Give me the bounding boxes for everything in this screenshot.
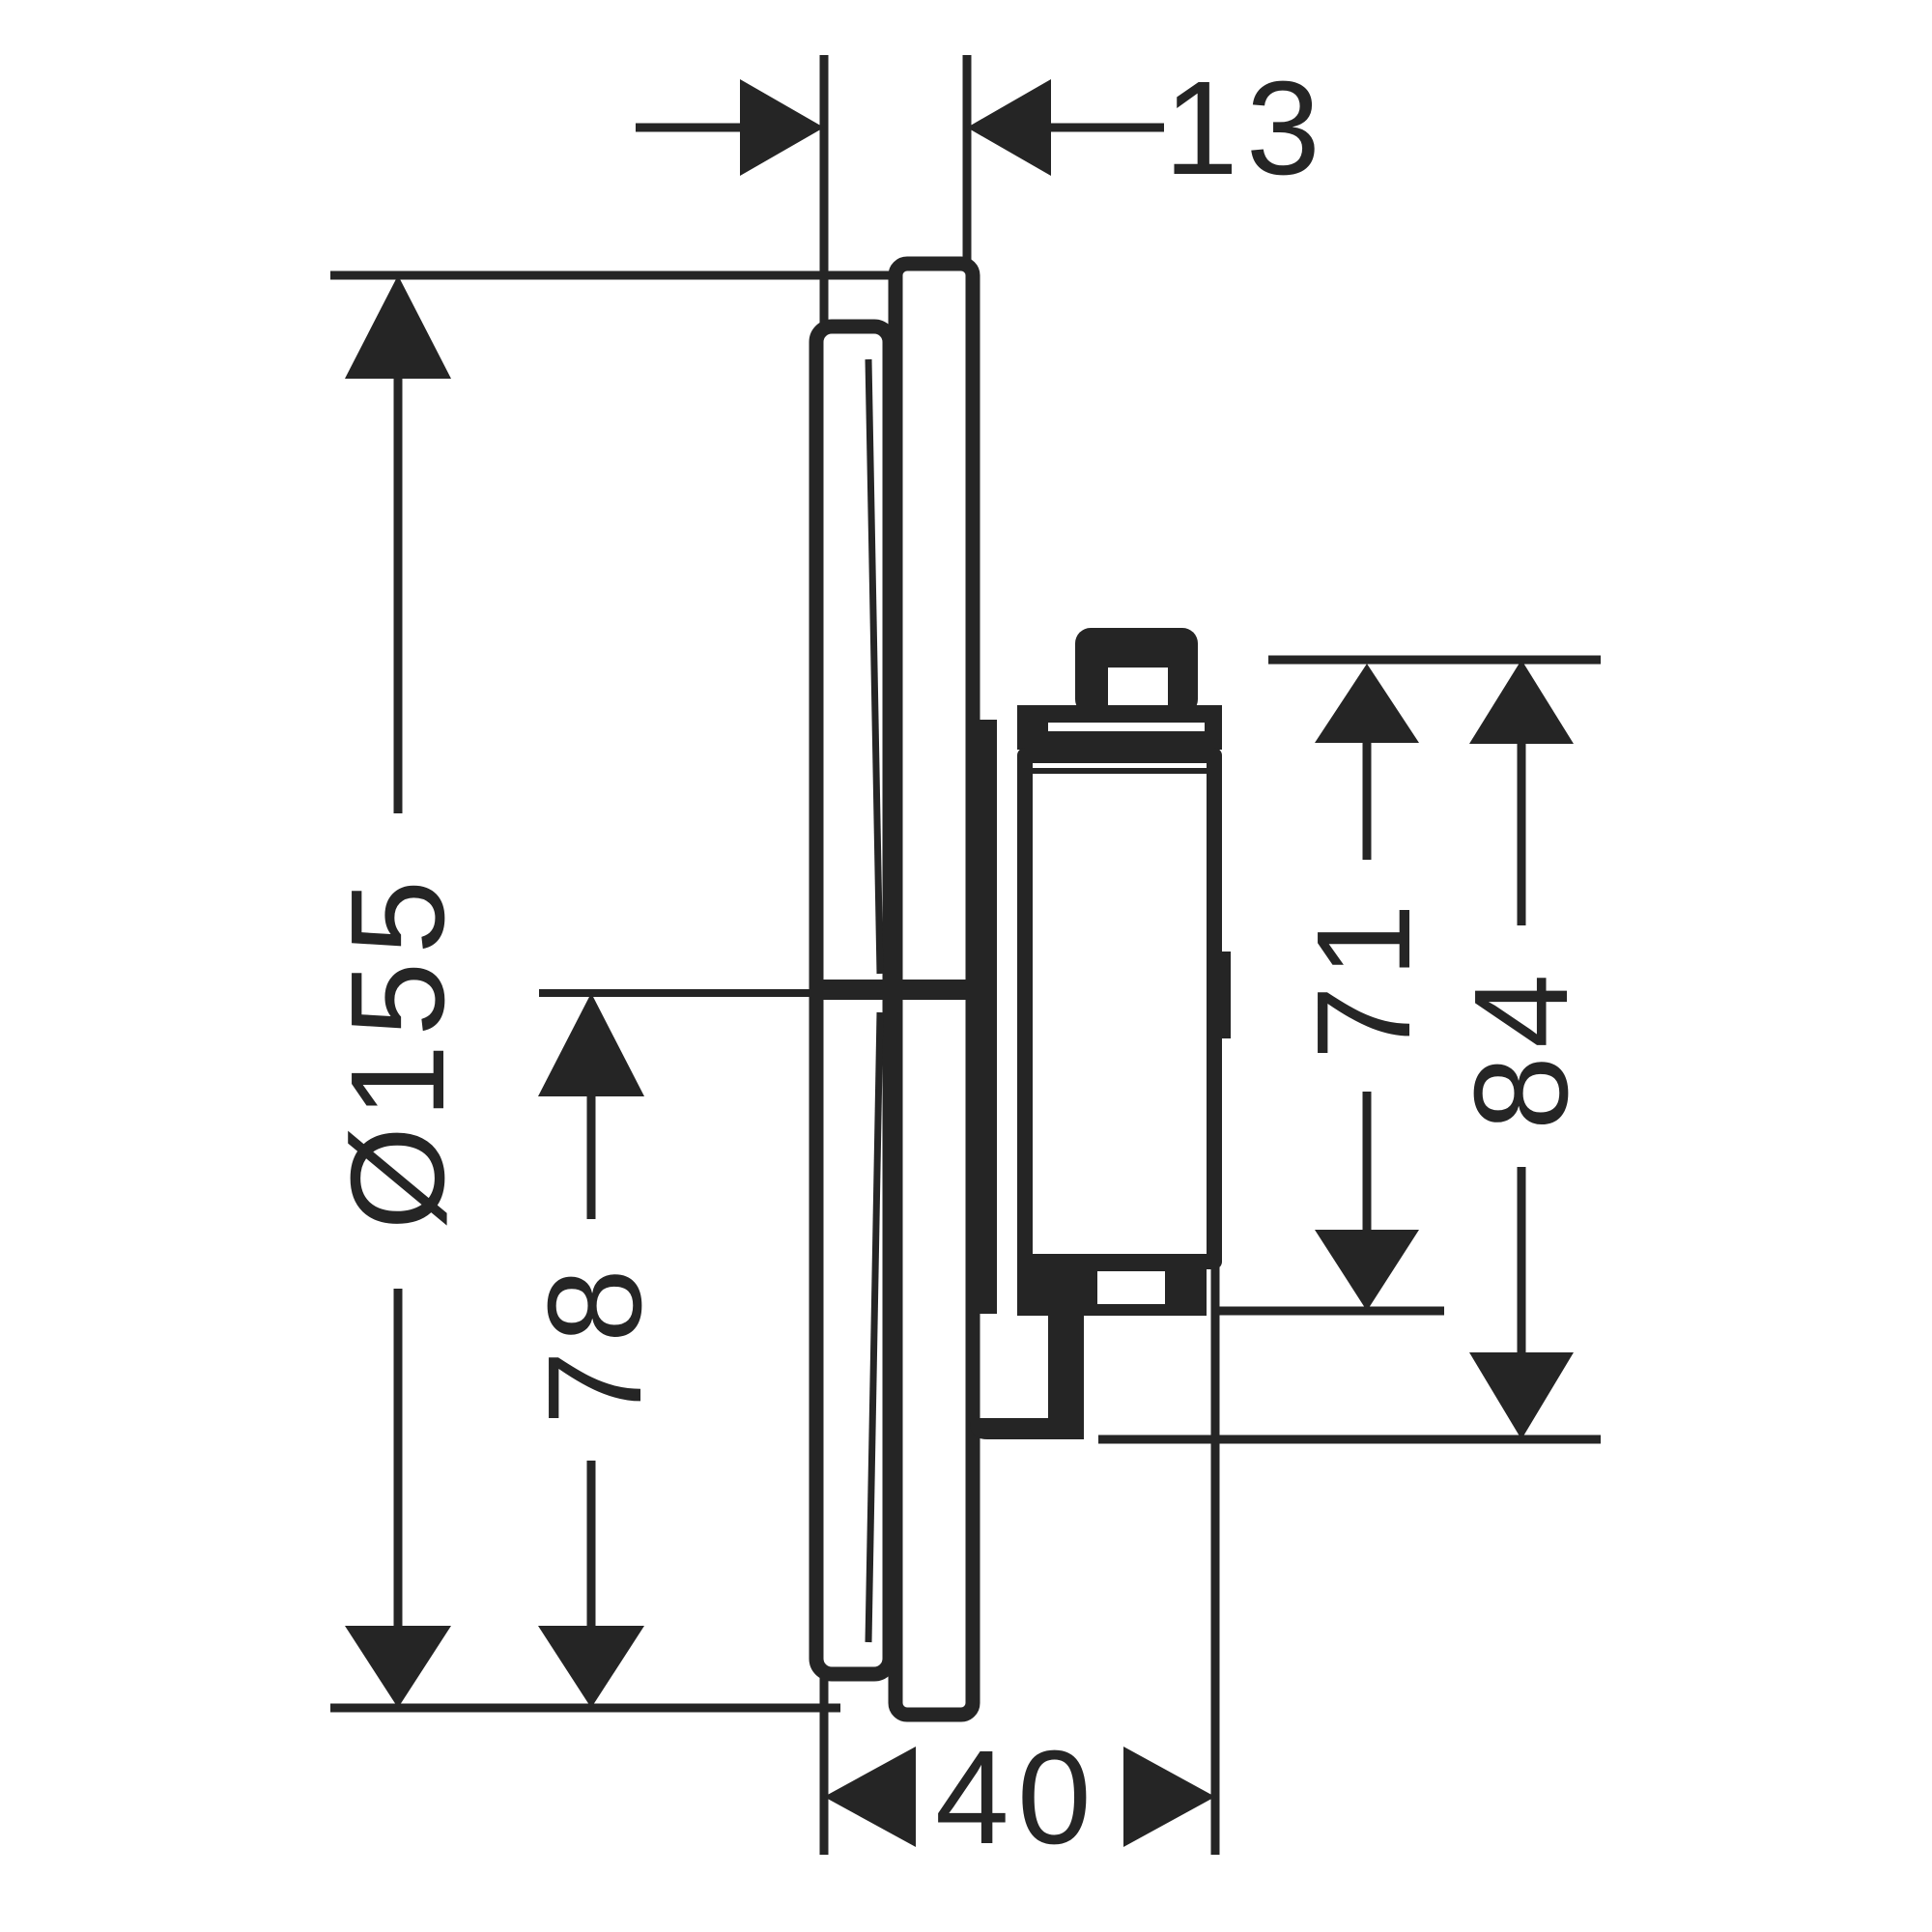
- dim-84-down-arrow-icon: [1469, 1352, 1574, 1439]
- dim-84-up-arrow-icon: [1469, 660, 1574, 744]
- dim-13-left-arrow-icon: [740, 79, 824, 176]
- dimension-40: 40: [824, 1723, 1215, 1872]
- dim-78-up-arrow-icon: [538, 993, 644, 1096]
- cartridge-body: [1017, 748, 1222, 1269]
- dimension-78: 78: [521, 993, 669, 1708]
- cartridge-knob-window: [1108, 668, 1168, 712]
- dim-13-right-arrow-icon: [967, 79, 1051, 176]
- dim-155-label: Ø155: [324, 872, 472, 1231]
- dim-84-label: 84: [1447, 966, 1596, 1130]
- dim-78-down-arrow-icon: [538, 1626, 644, 1708]
- dimension-84: 84: [1447, 660, 1596, 1439]
- valve-profile: [809, 256, 1231, 1722]
- dim-155-up-arrow-icon: [345, 275, 451, 379]
- dim-40-label: 40: [935, 1723, 1099, 1872]
- dim-40-left-arrow-icon: [824, 1747, 916, 1847]
- dimension-71: 71: [1290, 664, 1438, 1311]
- dim-155-down-arrow-icon: [345, 1626, 451, 1708]
- mounting-stem: [973, 720, 997, 1314]
- escutcheon-front-plate: [809, 319, 897, 1682]
- dim-71-label: 71: [1290, 895, 1438, 1060]
- cartridge-top-flange-slit: [1048, 723, 1205, 731]
- cartridge-elbow-foot: [970, 1316, 1084, 1439]
- dim-71-down-arrow-icon: [1315, 1230, 1419, 1311]
- escutcheon-front-inner-edge-upper: [865, 358, 884, 975]
- cartridge-bottom-flange-window: [1097, 1271, 1165, 1304]
- dim-40-right-arrow-icon: [1123, 1747, 1215, 1847]
- dimension-13: 13: [636, 54, 1328, 203]
- escutcheon-front-inner-edge-lower: [865, 1011, 884, 1643]
- cartridge-side-lug: [1218, 952, 1231, 1038]
- dim-78-label: 78: [521, 1261, 669, 1425]
- dim-71-up-arrow-icon: [1315, 664, 1419, 743]
- dimension-diameter-155: Ø155: [324, 275, 472, 1708]
- dim-13-label: 13: [1164, 54, 1328, 203]
- plate-center-seam: [817, 980, 972, 1000]
